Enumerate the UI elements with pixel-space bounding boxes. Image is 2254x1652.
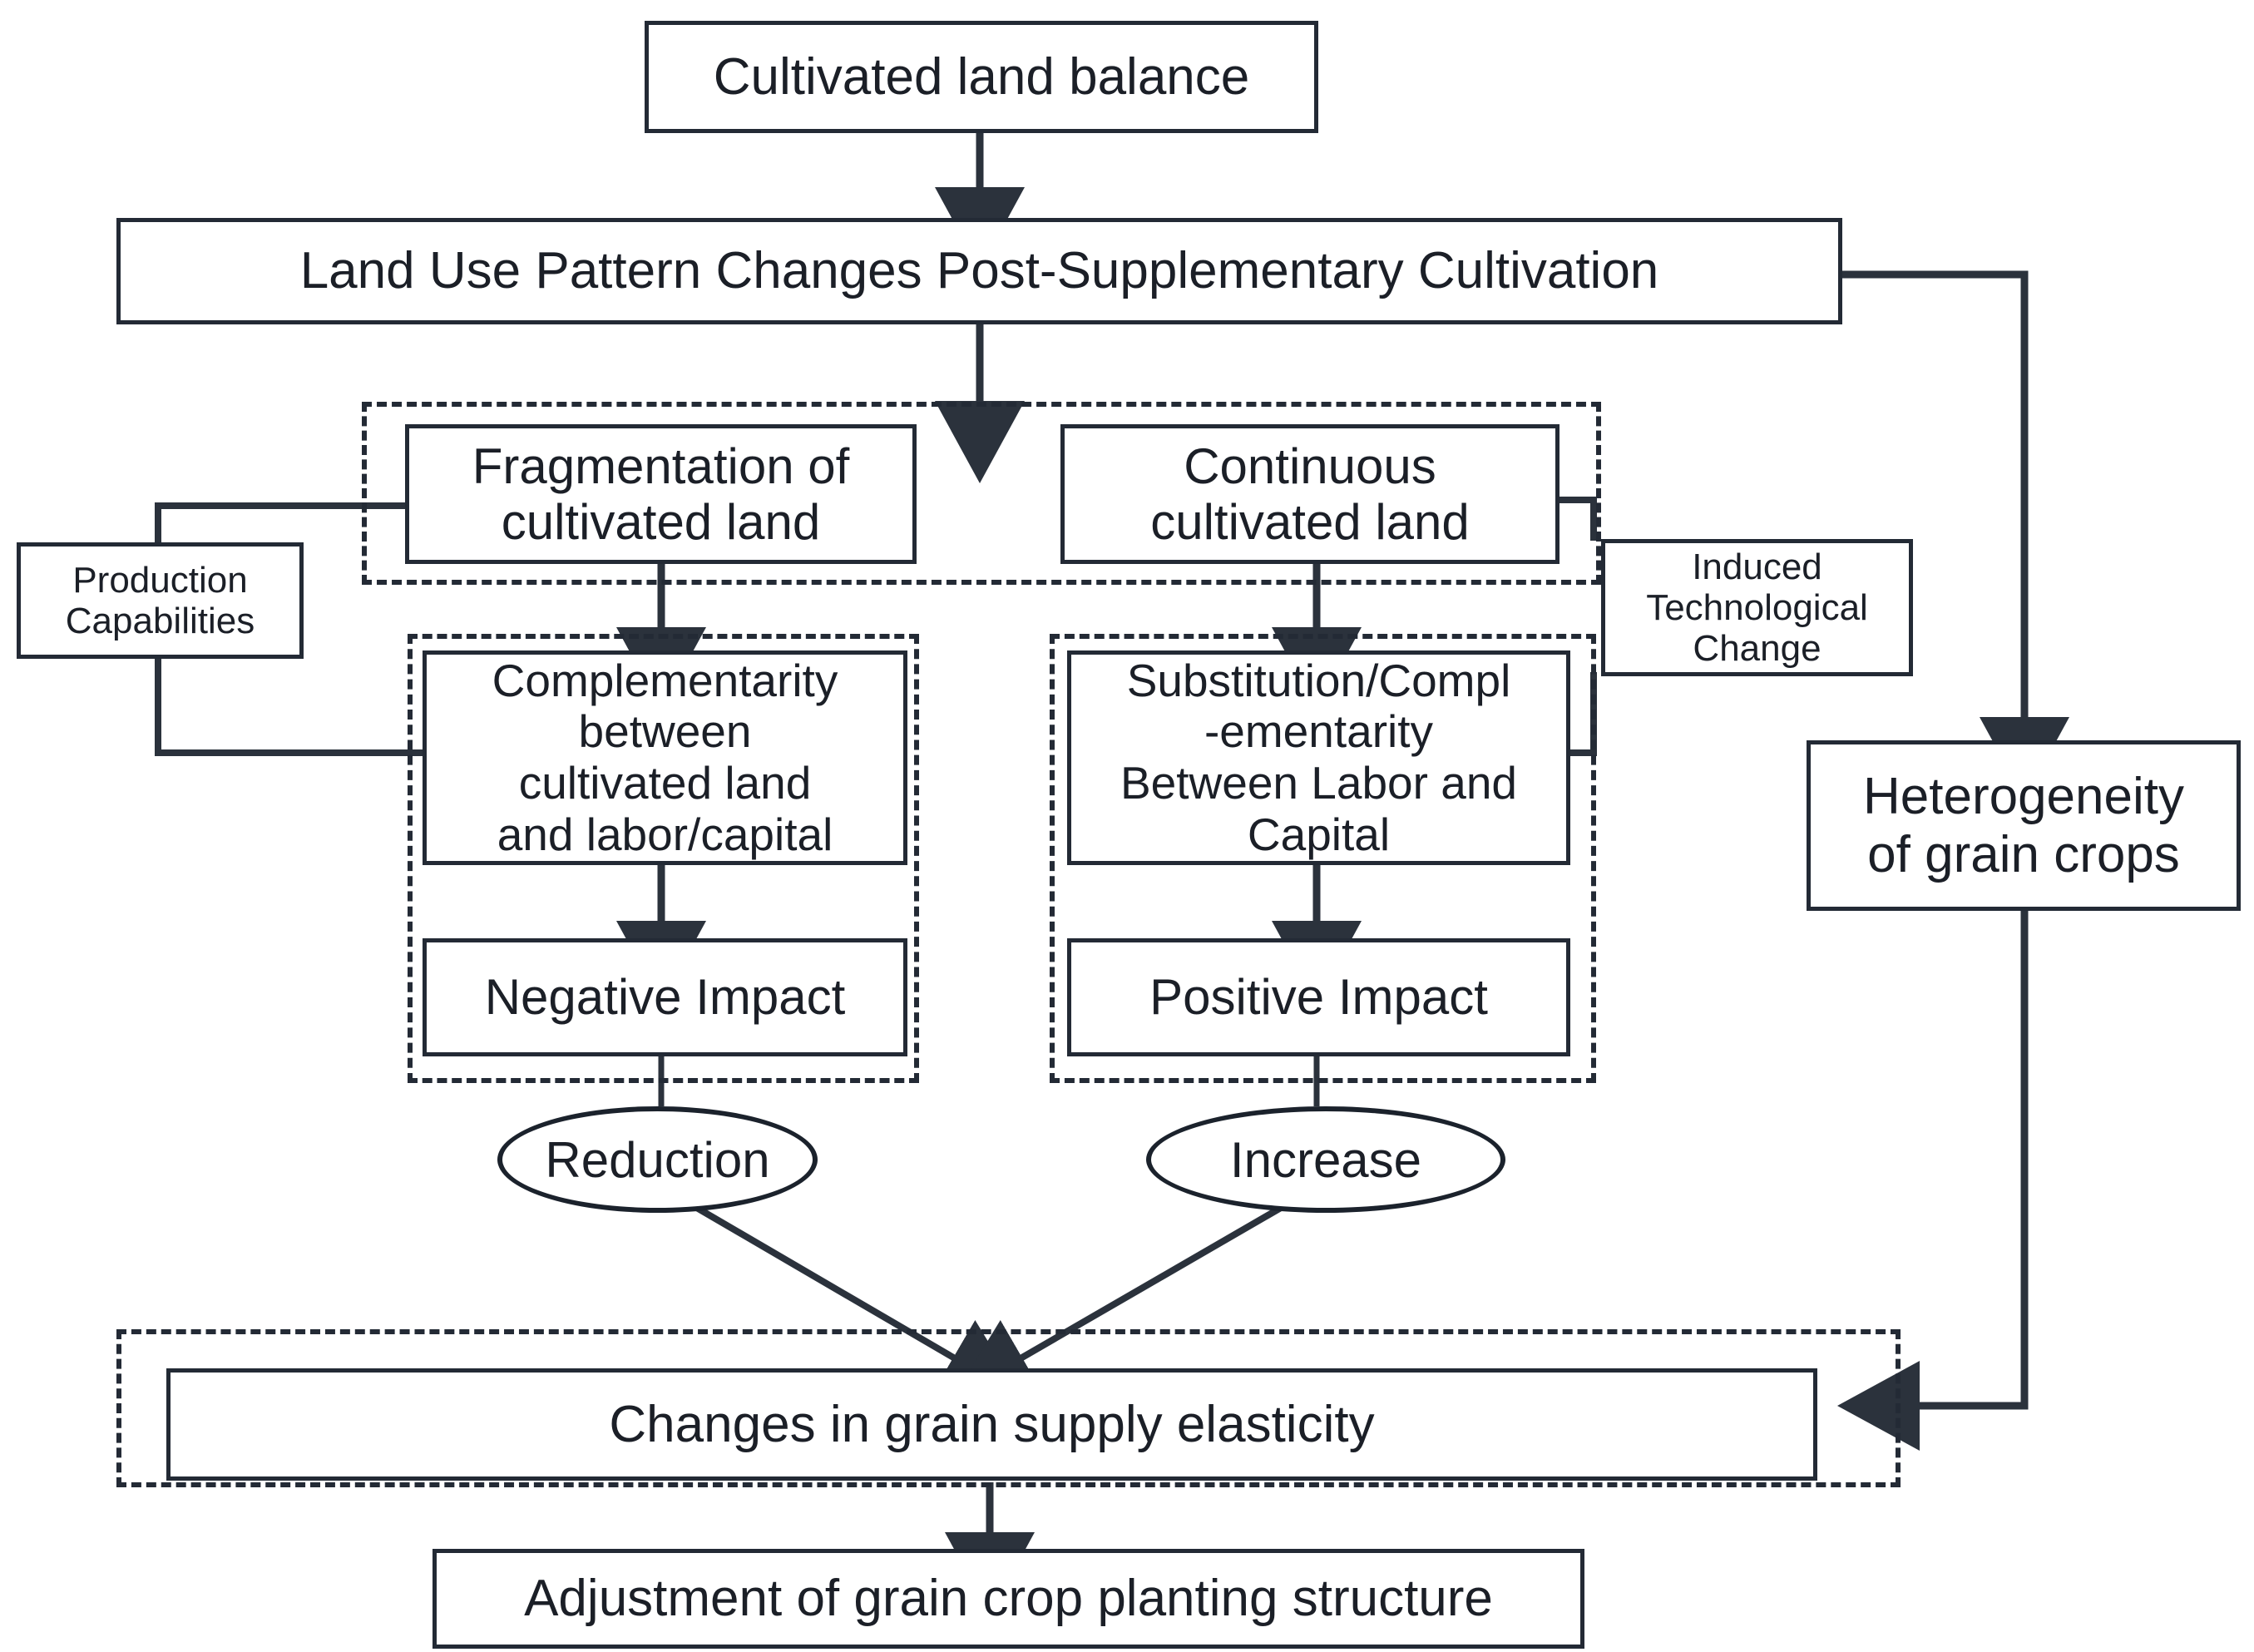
node-label-continuous: Continuous cultivated land bbox=[1150, 438, 1470, 550]
node-label-increase: Increase bbox=[1229, 1131, 1422, 1188]
node-complementarity-land-labor[interactable]: Complementarity between cultivated land … bbox=[423, 650, 907, 865]
node-positive-impact[interactable]: Positive Impact bbox=[1067, 938, 1570, 1056]
edge-increase-to-elasticity bbox=[952, 1186, 1315, 1398]
node-label-induced-technological-change: Induced Technological Change bbox=[1646, 546, 1868, 670]
edge-production-to-complementarity bbox=[155, 653, 423, 756]
node-cultivated-land-balance[interactable]: Cultivated land balance bbox=[645, 21, 1318, 133]
node-label-heterogeneity: Heterogeneity of grain crops bbox=[1862, 768, 2185, 883]
node-label-planting-structure: Adjustment of grain crop planting struct… bbox=[524, 1570, 1493, 1628]
node-continuous-cultivated-land[interactable]: Continuous cultivated land bbox=[1060, 424, 1560, 564]
node-label-fragmentation: Fragmentation of cultivated land bbox=[472, 438, 850, 550]
node-label-land-use-pattern: Land Use Pattern Changes Post-Supplement… bbox=[299, 242, 1659, 300]
node-land-use-pattern[interactable]: Land Use Pattern Changes Post-Supplement… bbox=[116, 218, 1842, 324]
node-label-negative-impact: Negative Impact bbox=[484, 969, 846, 1026]
node-grain-supply-elasticity[interactable]: Changes in grain supply elasticity bbox=[166, 1368, 1817, 1481]
node-increase[interactable]: Increase bbox=[1146, 1106, 1505, 1213]
node-label-production-capabilities: Production Capabilities bbox=[65, 559, 255, 641]
node-label-grain-supply-elasticity: Changes in grain supply elasticity bbox=[609, 1395, 1375, 1453]
node-label-reduction: Reduction bbox=[545, 1131, 770, 1188]
node-production-capabilities[interactable]: Production Capabilities bbox=[17, 542, 304, 659]
node-label-positive-impact: Positive Impact bbox=[1149, 969, 1488, 1026]
node-label-complementarity: Complementarity between cultivated land … bbox=[492, 654, 838, 860]
edge-reduction-to-elasticity bbox=[663, 1186, 1023, 1398]
node-fragmentation[interactable]: Fragmentation of cultivated land bbox=[405, 424, 917, 564]
edge-heterogeneity-to-elasticity bbox=[1837, 911, 2029, 1451]
node-planting-structure[interactable]: Adjustment of grain crop planting struct… bbox=[433, 1549, 1584, 1649]
node-label-substitution: Substitution/Compl -ementarity Between L… bbox=[1120, 654, 1518, 860]
node-reduction[interactable]: Reduction bbox=[497, 1106, 818, 1213]
node-label-cultivated-land-balance: Cultivated land balance bbox=[713, 47, 1250, 106]
node-induced-technological-change[interactable]: Induced Technological Change bbox=[1601, 539, 1913, 676]
edge-landuse-to-heterogeneity bbox=[1840, 270, 2069, 799]
node-substitution-labor-capital[interactable]: Substitution/Compl -ementarity Between L… bbox=[1067, 650, 1570, 865]
node-heterogeneity[interactable]: Heterogeneity of grain crops bbox=[1807, 740, 2241, 911]
node-negative-impact[interactable]: Negative Impact bbox=[423, 938, 907, 1056]
